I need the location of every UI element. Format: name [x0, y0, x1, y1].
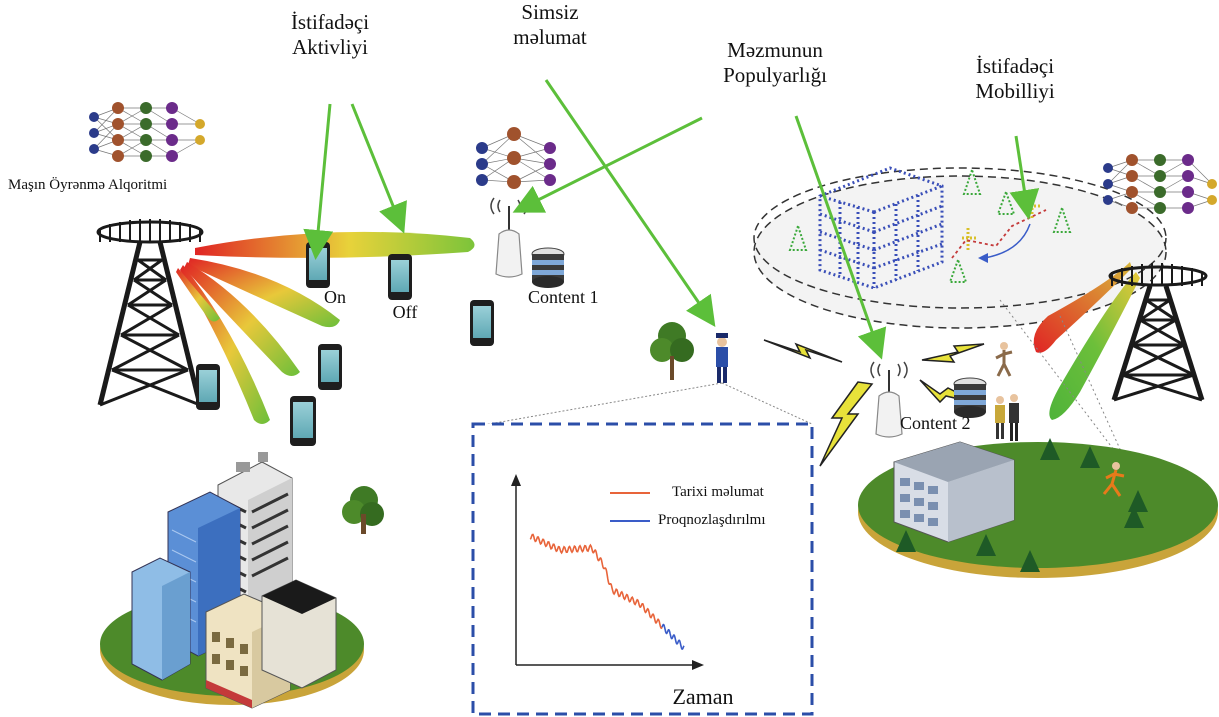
beam-1	[195, 231, 475, 258]
right-ground	[858, 438, 1218, 578]
forecast-series-line	[661, 623, 685, 650]
database-icon-2	[953, 377, 987, 418]
arrow-activity-off	[350, 103, 407, 234]
neural-network-icon-center	[476, 127, 556, 189]
right-tower	[999, 263, 1208, 459]
ml-algorithm-label: Maşın Öyrənmə Alqoritmi	[8, 177, 168, 193]
content-1-label: Content 1	[528, 287, 599, 307]
wireless-data-label-line1: Simsiz	[521, 0, 579, 24]
phone-icon-off	[388, 254, 412, 300]
off-label: Off	[392, 302, 418, 322]
user-mobility-label-line1: İstifadəçi	[975, 54, 1055, 78]
inset-border	[471, 422, 814, 716]
phone-icon	[318, 344, 342, 390]
user-mobility-label: İstifadəçi Mobilliyi	[935, 54, 1095, 104]
people-icons	[995, 342, 1019, 441]
neural-network-icon-right	[1103, 154, 1217, 214]
phone-icon	[290, 396, 316, 446]
left-beams	[176, 231, 475, 424]
user-mobility-label-line2: Mobilliyi	[975, 79, 1055, 104]
content-popularity-label-line2: Populyarlığı	[723, 63, 827, 88]
content-2-label: Content 2	[900, 413, 971, 433]
beam-3	[184, 262, 300, 376]
content-popularity-label: Məzmunun Populyarlığı	[690, 38, 860, 88]
beam-2	[188, 258, 340, 328]
tree-and-policeman	[650, 322, 728, 383]
user-activity-label-line2: Aktivliyi	[292, 35, 368, 60]
legend-historical-label: Tarixi məlumat	[672, 484, 764, 500]
content-popularity-label-line1: Məzmunun	[727, 38, 823, 62]
on-label: On	[324, 287, 346, 307]
phone-icon	[470, 300, 494, 346]
wireless-data-label: Simsiz məlumat	[480, 0, 620, 50]
user-activity-label: İstifadəçi Aktivliyi	[255, 10, 405, 60]
inset-chart	[471, 422, 814, 716]
green-arrows	[303, 79, 1040, 360]
zoom-lines	[477, 382, 813, 427]
user-activity-label-line1: İstifadəçi	[290, 10, 370, 34]
arrow-mobility	[1009, 135, 1040, 220]
arrow-popularity-router2	[794, 115, 887, 360]
beam-5	[176, 268, 220, 322]
right-beams	[1033, 262, 1140, 420]
historical-series-line	[529, 533, 663, 630]
phone-icon	[196, 364, 220, 410]
arrow-activity-on	[303, 103, 334, 260]
wireless-data-label-line2: məlumat	[513, 25, 587, 50]
neural-network-icon-left	[89, 102, 205, 162]
router-icon-2	[870, 361, 908, 438]
city-buildings	[100, 452, 384, 709]
left-tower	[96, 219, 204, 407]
database-icon-1	[531, 247, 565, 288]
arrow-wireless	[544, 79, 716, 327]
legend-forecast-label: Proqnozlaşdırılmı	[658, 512, 766, 528]
time-axis-label: Zaman	[672, 684, 734, 709]
router-icon-1	[490, 197, 528, 278]
mobility-zone	[753, 166, 1167, 329]
arrow-popularity-router1	[512, 116, 703, 213]
phone-icon-on	[306, 242, 330, 288]
